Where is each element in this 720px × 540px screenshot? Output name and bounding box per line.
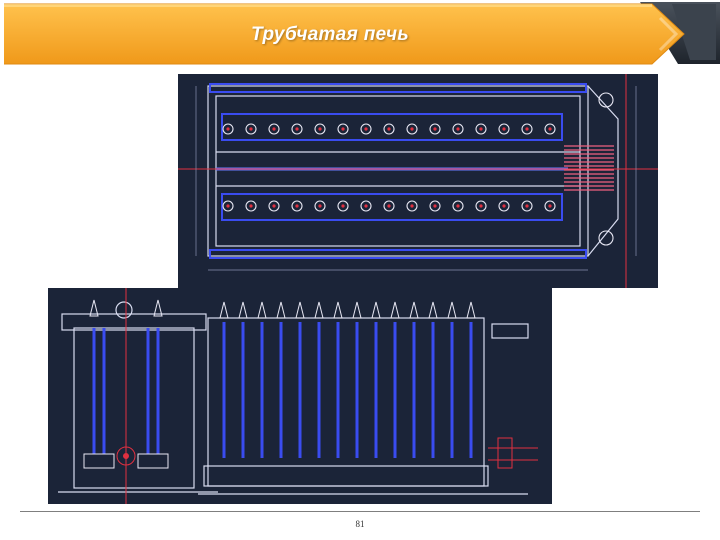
furnace-section-views <box>48 288 552 504</box>
page-number: 81 <box>355 519 365 529</box>
slide-title: Трубчатая печь <box>251 24 409 45</box>
furnace-plan-view <box>178 74 658 288</box>
cad-drawing-icon <box>178 74 658 288</box>
footer-divider <box>20 511 700 512</box>
cad-drawing-icon <box>58 288 538 504</box>
header-banner <box>0 0 720 70</box>
